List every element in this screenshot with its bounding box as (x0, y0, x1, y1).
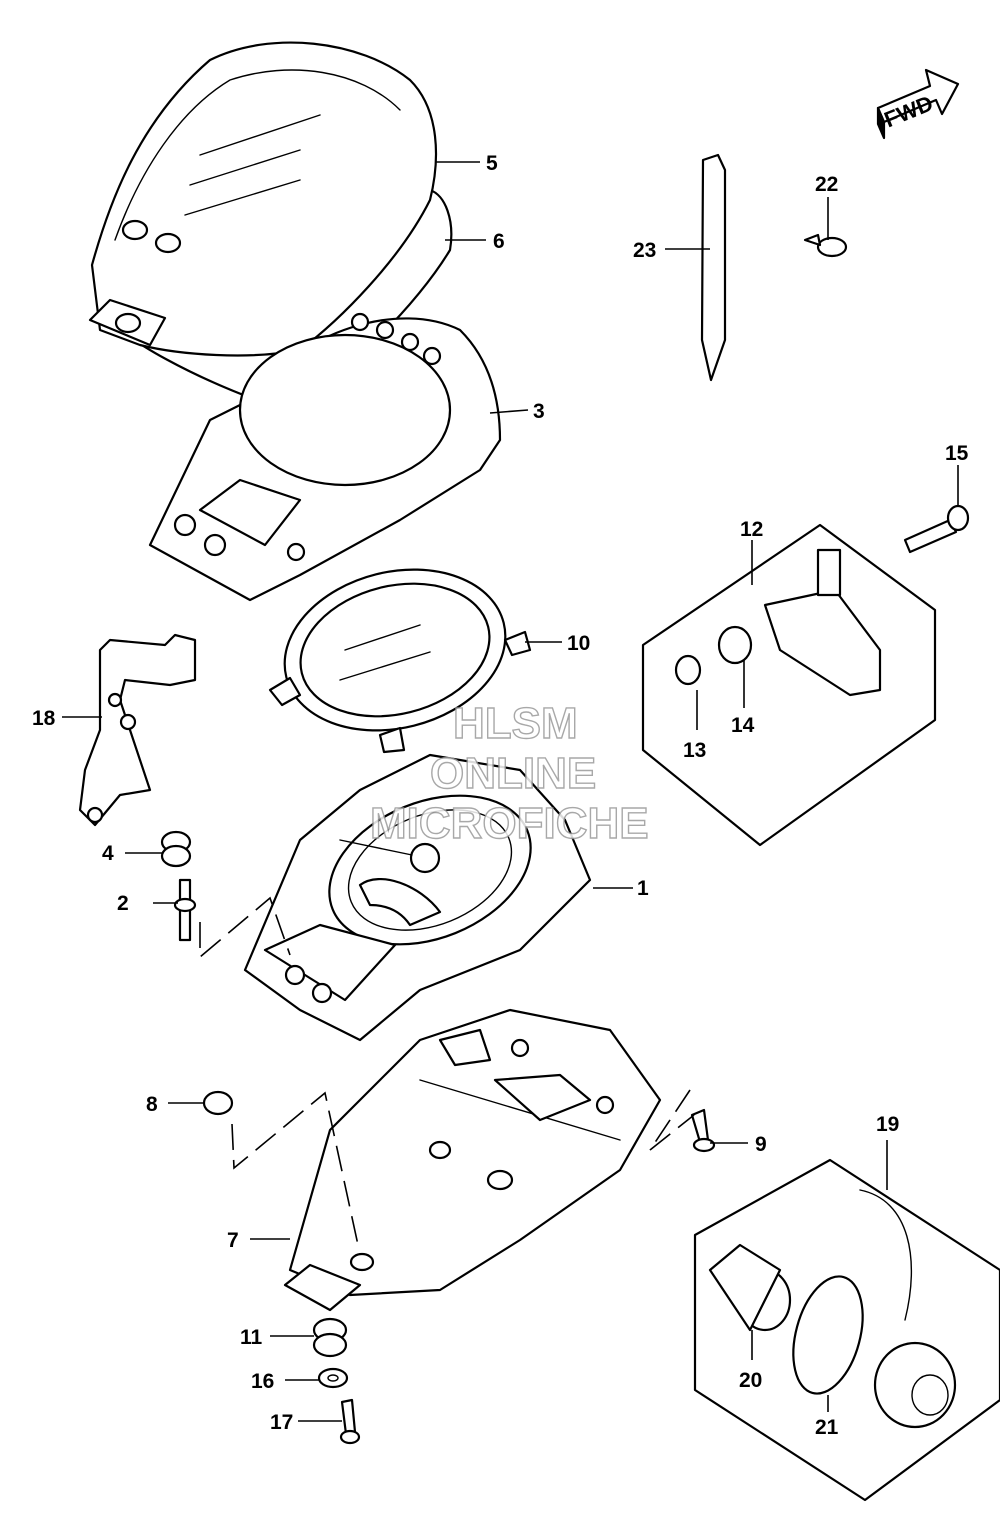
meter-assembly (243, 753, 592, 1042)
cable-tie-23 (700, 153, 727, 382)
bolt-15 (903, 504, 970, 554)
grommet-4 (160, 830, 192, 868)
callout-16: 16 (251, 1370, 274, 1393)
callout-20: 20 (739, 1369, 762, 1392)
callout-10: 10 (567, 632, 590, 655)
callout-3: 3 (533, 400, 545, 423)
callout-12: 12 (740, 518, 763, 541)
callout-14: 14 (731, 714, 755, 737)
callout-7: 7 (227, 1229, 239, 1252)
callout-11: 11 (240, 1326, 263, 1349)
callout-9: 9 (755, 1133, 767, 1156)
meter-case-frame (148, 312, 502, 602)
callout-21: 21 (815, 1416, 839, 1439)
callout-23: 23 (633, 239, 656, 262)
watermark-line-2: ONLINE (430, 749, 596, 798)
callout-17: 17 (270, 1411, 293, 1434)
speed-sensor-kit-box (693, 1158, 1000, 1502)
callout-labels: 1 2 3 4 5 6 7 8 9 10 11 12 13 14 15 16 1… (32, 152, 969, 1439)
plug-8 (202, 1090, 234, 1116)
upper-meter-cover (88, 41, 453, 407)
watermark: HLSM ONLINE MICROFICHE (369, 698, 649, 848)
washer-16 (317, 1367, 349, 1389)
watermark-line-3: MICROFICHE (370, 799, 649, 848)
callout-4: 4 (102, 842, 114, 865)
screw-9 (690, 1108, 716, 1153)
callout-1: 1 (637, 877, 649, 900)
lens-ring (268, 568, 532, 754)
grommet-11 (312, 1317, 348, 1358)
screw-17 (339, 1398, 361, 1445)
collar-2 (173, 878, 197, 942)
clamp-22 (803, 233, 848, 258)
watermark-line-1: HLSM (453, 699, 578, 748)
callout-8: 8 (146, 1093, 158, 1116)
callout-5: 5 (486, 152, 498, 175)
callout-19: 19 (876, 1113, 899, 1136)
fwd-arrow-icon: FWD (876, 68, 960, 140)
callout-22: 22 (815, 173, 838, 196)
lower-case (283, 1008, 662, 1312)
bulb-socket-kit-box (641, 523, 937, 847)
callout-6: 6 (493, 230, 505, 253)
callout-2: 2 (117, 892, 129, 915)
bracket (78, 633, 197, 827)
callout-18: 18 (32, 707, 56, 730)
callout-13: 13 (683, 739, 706, 762)
callout-15: 15 (945, 442, 969, 465)
